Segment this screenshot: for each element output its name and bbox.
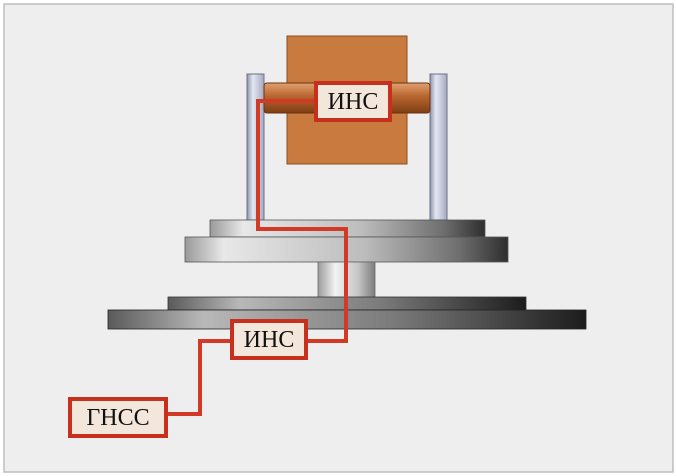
ins-bottom-label: ИНС <box>230 319 308 360</box>
support-post-right <box>429 73 448 221</box>
gnss-label: ГНСС <box>68 397 168 438</box>
ins-top-label: ИНС <box>314 81 392 122</box>
support-post-left <box>246 73 265 221</box>
cable-ins-top-to-ins-bottom <box>256 99 348 343</box>
cable-ins-bottom-to-gnss <box>168 339 230 416</box>
